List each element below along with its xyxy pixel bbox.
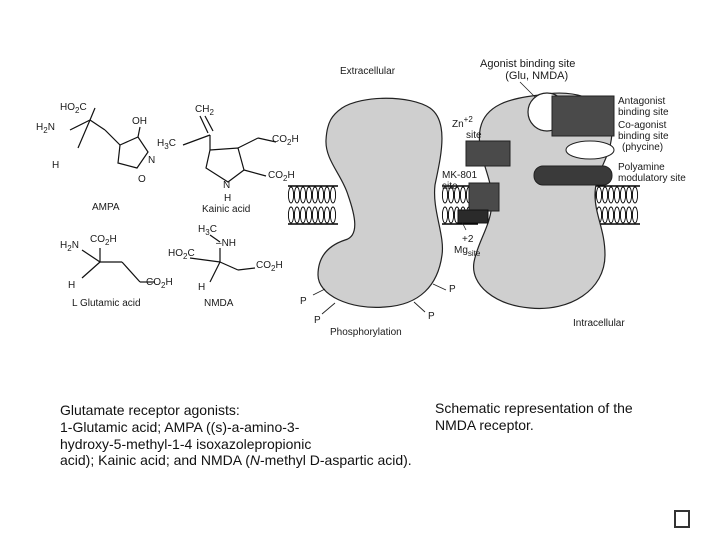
lipid-head [293, 186, 301, 204]
lipid-head [625, 206, 633, 224]
lipid-head [323, 206, 331, 224]
kainic-co2h-bottom-label: CO2H [268, 170, 295, 183]
lipid-head [287, 206, 295, 224]
page-corner-icon [674, 510, 690, 528]
glutamic-co2h-bottom-label: CO2H [146, 277, 173, 290]
polyamine-site-rod [533, 165, 613, 186]
p-label: P [449, 284, 456, 295]
mg-site-label: +2 Mgsite [454, 234, 481, 258]
lipid-head [441, 206, 449, 224]
lipid-head [299, 186, 307, 204]
agonist-caption: Glutamate receptor agonists: 1-Glutamic … [60, 402, 412, 469]
glutamic-name: L Glutamic acid [72, 298, 141, 309]
lipid-head [601, 206, 609, 224]
ampa-o-label: O [138, 174, 146, 185]
lipid-head [447, 206, 455, 224]
p-label: P [428, 311, 435, 322]
lipid-head [631, 186, 639, 204]
nmda-name: NMDA [204, 298, 234, 309]
ampa-ho2c-label: HO2C [60, 102, 87, 115]
lipid-head [317, 206, 325, 224]
antagonist-binding-site-block [551, 95, 615, 137]
antagonist-site-label: Antagonist binding site [618, 96, 669, 118]
kainic-n-label: N [223, 180, 231, 191]
lipid-head [311, 186, 319, 204]
intracellular-label: Intracellular [573, 318, 625, 329]
nmda-nh-label: –NH [216, 238, 237, 249]
phospho-tick [432, 283, 447, 291]
ampa-structure [69, 107, 149, 169]
p-label: P [314, 315, 321, 326]
phospho-tick [413, 301, 426, 313]
zn-site-label: Zn+2 site [452, 115, 482, 141]
glutamic-h2n-label: H2N [60, 240, 79, 253]
coagonist-site-label: Co-agonist binding site (phycine) [618, 120, 669, 153]
kainic-ch2-label: CH2 [195, 104, 214, 117]
extracellular-label: Extracellular [340, 66, 396, 77]
lipid-head [441, 186, 449, 204]
glutamic-h-label: H [68, 280, 76, 291]
glutamic-co2h-top-label: CO2H [90, 234, 117, 247]
leader-line [461, 221, 467, 231]
zn-site-block [465, 140, 511, 167]
lipid-head [619, 206, 627, 224]
lipid-head [329, 206, 337, 224]
agonist-site-label: Agonist binding site (Glu, NMDA) [480, 58, 576, 83]
phospho-tick [321, 302, 336, 315]
lipid-head [613, 206, 621, 224]
lipid-head [631, 206, 639, 224]
lipid-head [317, 186, 325, 204]
lipid-head [329, 186, 337, 204]
nmda-h3c-label: H3C [198, 224, 217, 237]
receptor-left-subunit [317, 97, 444, 308]
lipid-head [447, 186, 455, 204]
ampa-h-label: H [52, 160, 60, 171]
lipid-head [323, 186, 331, 204]
lipid-head [453, 186, 461, 204]
ampa-name: AMPA [92, 202, 120, 213]
glutamic-structure [81, 248, 155, 283]
lipid-head [607, 186, 615, 204]
lipid-head [305, 206, 313, 224]
polyamine-site-label: Polyamine modulatory site [618, 162, 686, 184]
nmda-co2h-label: CO2H [256, 260, 283, 273]
mg-site-block [457, 209, 489, 224]
lipid-head [595, 186, 603, 204]
mk801-site-block [468, 182, 500, 212]
lipid-head [287, 186, 295, 204]
receptor-caption: Schematic representation of the NMDA rec… [435, 400, 633, 433]
kainic-h3c-label: H3C [157, 138, 176, 151]
nmda-structure [189, 234, 256, 283]
lipid-head [625, 186, 633, 204]
phosphorylation-label: Phosphorylation [330, 327, 402, 338]
ampa-h2n-label: H2N [36, 122, 55, 135]
coagonist-site-ellipse [565, 140, 615, 160]
lipid-head [619, 186, 627, 204]
lipid-head [601, 186, 609, 204]
lipid-head [607, 206, 615, 224]
kainic-h-label: H [224, 193, 232, 204]
lipid-head [305, 186, 313, 204]
kainic-name: Kainic acid [202, 204, 251, 215]
ampa-oh-label: OH [132, 116, 147, 127]
lipid-head [613, 186, 621, 204]
p-label: P [300, 296, 307, 307]
lipid-head [293, 206, 301, 224]
lipid-head [459, 186, 467, 204]
lipid-head [299, 206, 307, 224]
leader-line [519, 81, 536, 98]
ampa-n-label: N [148, 155, 156, 166]
kainic-co2h-top-label: CO2H [272, 134, 299, 147]
mk801-site-label: MK-801 site [442, 170, 478, 192]
nmda-h-label: H [198, 282, 206, 293]
nmda-ho2c-label: HO2C [168, 248, 195, 261]
phospho-tick [312, 288, 326, 296]
kainic-structure [182, 115, 277, 183]
lipid-head [311, 206, 319, 224]
